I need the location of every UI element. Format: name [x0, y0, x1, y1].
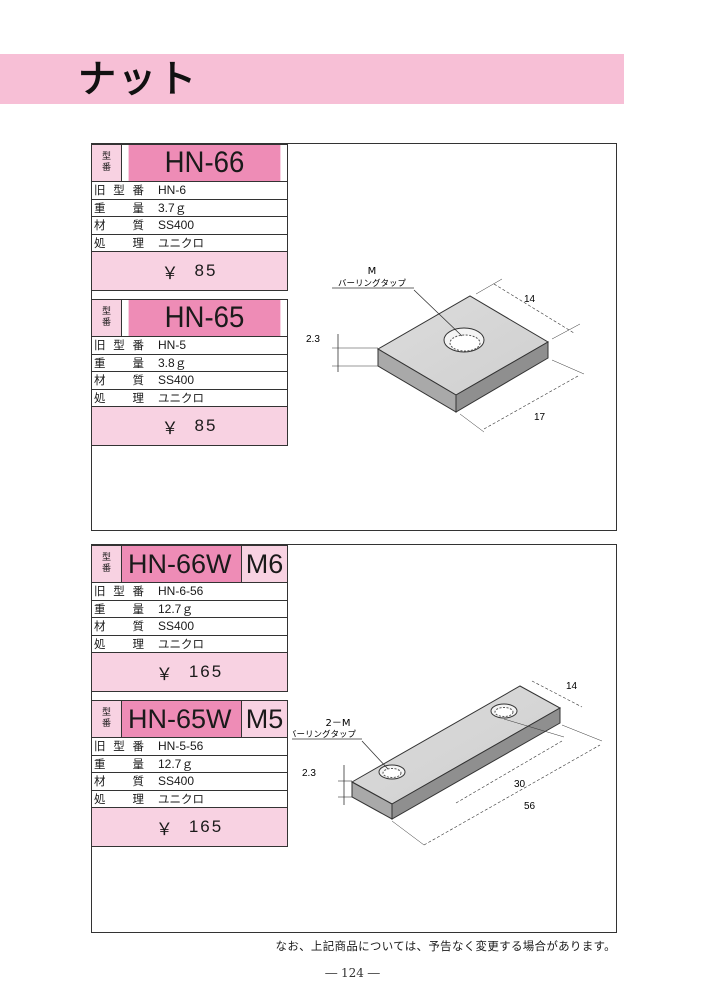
- weight-row: 重量 3.7ｇ: [92, 199, 287, 217]
- finish-value: ユニクロ: [158, 636, 204, 651]
- material-label: 材質: [94, 218, 144, 232]
- finish-label: 処理: [94, 235, 144, 250]
- old-model-label: 旧型番: [94, 739, 144, 753]
- thread-label: M: [368, 266, 377, 277]
- old-model-row: 旧型番 HN-6: [92, 182, 287, 200]
- thread-size: M6: [242, 546, 287, 582]
- old-model-value: HN-6: [158, 183, 187, 197]
- thickness-dim: 2.3: [302, 768, 316, 779]
- material-value: SS400: [158, 373, 195, 387]
- model-name: HN-66W: [122, 546, 242, 582]
- length-dim: 17: [534, 412, 546, 423]
- finish-value: ユニクロ: [158, 390, 204, 405]
- pitch-dim: 30: [514, 779, 526, 790]
- type-label: 型 番: [92, 701, 122, 737]
- spec-table-hn-65: 型 番 HN-65 旧型番 HN-5 重量 3.8ｇ 材質 SS400 処理 ユ…: [91, 299, 288, 446]
- old-model-value: HN-5: [158, 338, 187, 352]
- model-name: HN-66: [128, 145, 281, 181]
- price-row: ￥ 165: [92, 808, 287, 846]
- old-model-row: 旧型番 HN-5: [92, 337, 287, 355]
- thread-label: 2－M: [326, 718, 351, 729]
- product-panel-single: 型 番 HN-66 旧型番 HN-6 重量 3.7ｇ 材質 SS400 処理 ユ…: [91, 143, 617, 531]
- finish-value: ユニクロ: [158, 791, 204, 806]
- yen-sign: ￥: [161, 263, 181, 283]
- double-nut-drawing: 2－M バーリングタップ 2.3 14 30 56: [292, 680, 603, 846]
- width-dim: 14: [566, 681, 578, 692]
- price-value: 165: [188, 662, 224, 681]
- material-row: 材質 SS400: [92, 217, 287, 235]
- material-value: SS400: [158, 619, 195, 633]
- yen-sign: ￥: [155, 819, 175, 839]
- type-label: 型 番: [92, 300, 122, 336]
- header-band: [0, 54, 624, 104]
- type-label: 型 番: [92, 145, 122, 181]
- material-label: 材質: [94, 619, 144, 633]
- yen-sign: ￥: [155, 664, 175, 684]
- thread-size: M5: [242, 701, 287, 737]
- page-number: ― 124 ―: [325, 966, 380, 980]
- model-name: HN-65W: [122, 701, 242, 737]
- old-model-label: 旧型番: [94, 338, 144, 352]
- weight-value: 3.7ｇ: [158, 200, 187, 215]
- weight-value: 3.8ｇ: [158, 355, 187, 370]
- price-row: ￥ 85: [92, 252, 287, 290]
- material-row: 材質 SS400: [92, 618, 287, 636]
- weight-value: 12.7ｇ: [158, 601, 194, 616]
- old-model-value: HN-6-56: [158, 584, 204, 598]
- weight-label: 重量: [94, 355, 144, 370]
- weight-row: 重量 12.7ｇ: [92, 600, 287, 618]
- weight-label: 重量: [94, 200, 144, 215]
- disclaimer-note: なお、上記商品については、予告なく変更する場合があります。: [275, 939, 616, 953]
- thickness-dim: 2.3: [306, 334, 320, 345]
- old-model-label: 旧型番: [94, 183, 144, 197]
- page-title: ナット: [78, 57, 199, 101]
- finish-label: 処理: [94, 791, 144, 806]
- old-model-label: 旧型番: [94, 584, 144, 598]
- material-label: 材質: [94, 774, 144, 788]
- old-model-row: 旧型番 HN-5-56: [92, 738, 287, 756]
- finish-label: 処理: [94, 636, 144, 651]
- material-value: SS400: [158, 774, 195, 788]
- spec-table-hn-66: 型 番 HN-66 旧型番 HN-6 重量 3.7ｇ 材質 SS400 処理 ユ…: [91, 144, 288, 291]
- material-label: 材質: [94, 373, 144, 387]
- weight-label: 重量: [94, 601, 144, 616]
- old-model-row: 旧型番 HN-6-56: [92, 583, 287, 601]
- yen-sign: ￥: [161, 418, 181, 438]
- product-panel-double: 型 番 HN-66W M6 旧型番 HN-6-56 重量 12.7ｇ 材質 SS…: [91, 544, 617, 933]
- finish-row: 処理 ユニクロ: [92, 234, 287, 252]
- weight-label: 重量: [94, 756, 144, 771]
- model-row: 型 番 HN-65W M5: [92, 701, 287, 738]
- finish-label: 処理: [94, 390, 144, 405]
- finish-value: ユニクロ: [158, 235, 204, 250]
- length-dim: 56: [524, 801, 536, 812]
- model-row: 型 番 HN-65: [92, 300, 287, 337]
- type-label: 型 番: [92, 546, 122, 582]
- model-row: 型 番 HN-66: [92, 145, 287, 182]
- price-value: 165: [188, 817, 224, 836]
- weight-value: 12.7ｇ: [158, 756, 194, 771]
- finish-row: 処理 ユニクロ: [92, 389, 287, 407]
- price-value: 85: [194, 261, 218, 280]
- material-row: 材質 SS400: [92, 773, 287, 791]
- tap-label: バーリングタップ: [292, 729, 356, 740]
- price-row: ￥ 165: [92, 653, 287, 691]
- price-row: ￥ 85: [92, 407, 287, 445]
- weight-row: 重量 12.7ｇ: [92, 755, 287, 773]
- material-row: 材質 SS400: [92, 372, 287, 390]
- spec-table-hn-66w: 型 番 HN-66W M6 旧型番 HN-6-56 重量 12.7ｇ 材質 SS…: [91, 545, 288, 692]
- finish-row: 処理 ユニクロ: [92, 635, 287, 653]
- single-nut-drawing: M バーリングタップ 2.3 14 17: [306, 266, 585, 433]
- weight-row: 重量 3.8ｇ: [92, 354, 287, 372]
- old-model-value: HN-5-56: [158, 739, 204, 753]
- finish-row: 処理 ユニクロ: [92, 790, 287, 808]
- model-name: HN-65: [128, 300, 281, 336]
- tap-label: バーリングタップ: [338, 278, 407, 289]
- model-row: 型 番 HN-66W M6: [92, 546, 287, 583]
- width-dim: 14: [524, 294, 536, 305]
- spec-table-hn-65w: 型 番 HN-65W M5 旧型番 HN-5-56 重量 12.7ｇ 材質 SS…: [91, 700, 288, 847]
- material-value: SS400: [158, 218, 195, 232]
- price-value: 85: [194, 416, 218, 435]
